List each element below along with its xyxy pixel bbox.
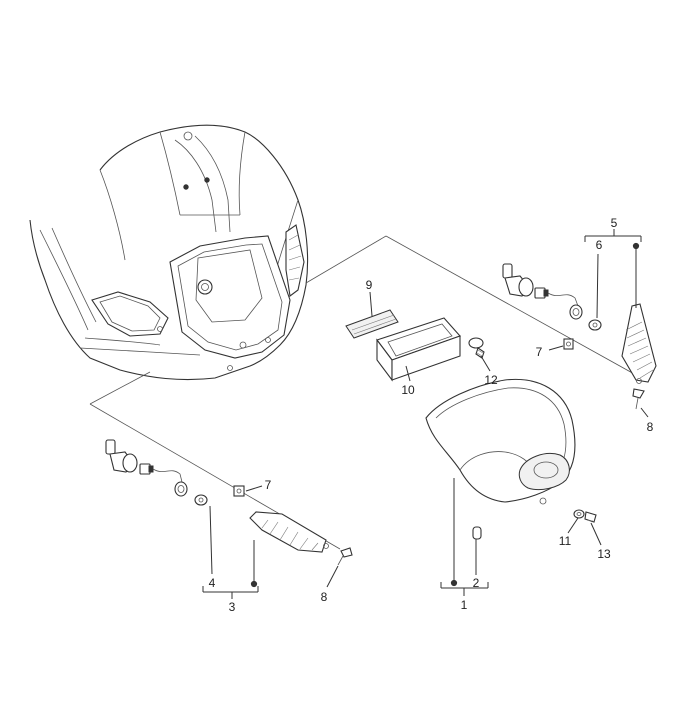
callout-7-right: 7 (536, 345, 543, 359)
license-plate-light (345, 309, 485, 382)
rear-body-shell (29, 124, 309, 381)
callout-8-left: 8 (321, 590, 328, 604)
callout-12: 12 (484, 373, 498, 387)
tail-light-screw (584, 511, 597, 523)
right-bulb-socket (502, 263, 583, 320)
left-clip-nut (233, 485, 245, 497)
tail-light-bulb (472, 526, 482, 540)
right-turn-signal-assembly (502, 263, 657, 410)
right-bulb (588, 319, 602, 331)
leader-lines (202, 229, 649, 599)
right-lens-screw (632, 388, 645, 410)
callout-11: 11 (559, 534, 572, 548)
callout-3: 3 (229, 600, 236, 614)
tail-light-washer (573, 509, 585, 519)
left-lens-screw (337, 547, 353, 566)
left-bulb (194, 494, 208, 506)
callout-7-left: 7 (265, 478, 272, 492)
callout-2: 2 (473, 576, 480, 590)
callout-6: 6 (596, 238, 603, 252)
left-turn-signal-lens (249, 511, 329, 553)
right-clip-nut (563, 338, 574, 350)
plate-light-screw (468, 337, 485, 359)
left-bulb-socket (105, 439, 188, 497)
plate-light-lens (345, 309, 399, 339)
callout-1: 1 (461, 598, 468, 612)
callout-8-right: 8 (647, 420, 654, 434)
left-turn-signal-assembly (105, 439, 353, 566)
callout-5: 5 (611, 216, 618, 230)
callout-10: 10 (401, 383, 415, 397)
plate-light-housing (376, 317, 461, 382)
callout-labels: 1 2 3 4 5 6 7 7 8 8 9 10 11 12 13 (209, 216, 654, 614)
tail-light-assembly (425, 378, 597, 540)
callout-13: 13 (597, 547, 611, 561)
callout-9: 9 (366, 278, 373, 292)
callout-4: 4 (209, 576, 216, 590)
right-turn-signal-lens (621, 303, 657, 384)
